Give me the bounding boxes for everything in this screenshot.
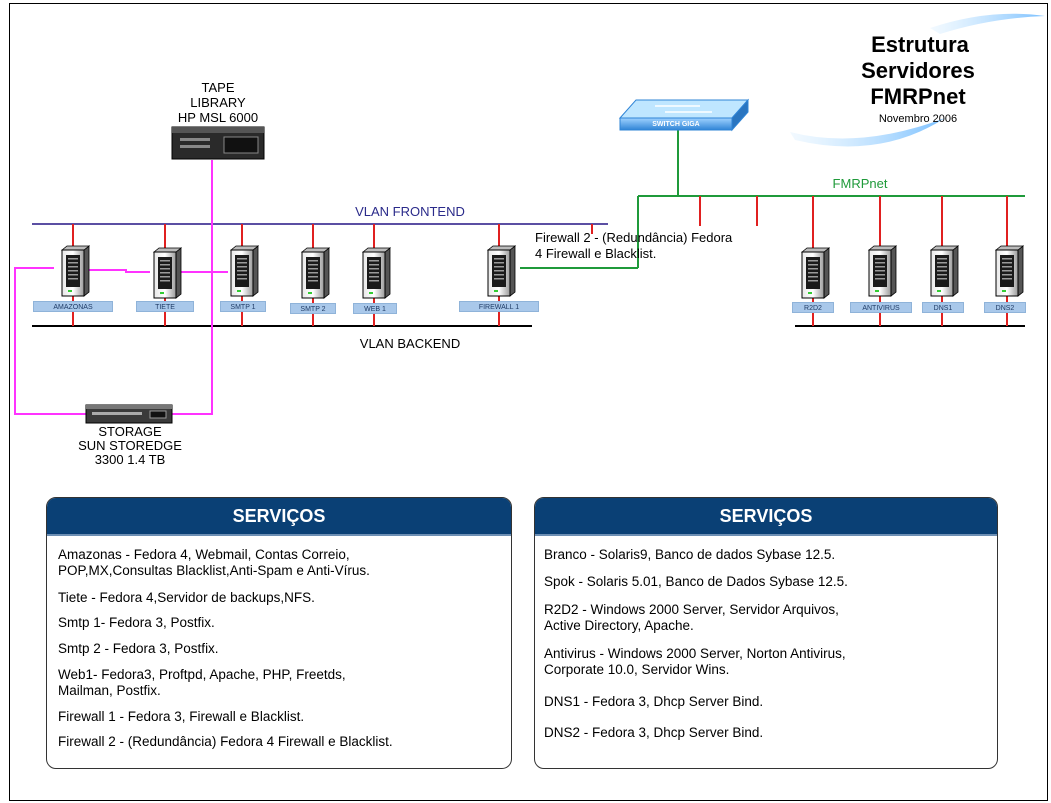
server-antivirus-icon: [867, 245, 898, 297]
switch-giga-device: [618, 98, 750, 132]
server-label-firewall1: FIREWALL 1: [459, 301, 539, 312]
server-r2d2-icon: [800, 247, 831, 299]
service-item: Amazonas - Fedora 4, Webmail, Contas Cor…: [58, 547, 370, 578]
server-amazonas-icon: [60, 245, 91, 297]
service-item: Firewall 1 - Fedora 3, Firewall e Blackl…: [58, 709, 305, 724]
server-label-dns1: DNS1: [922, 302, 964, 313]
server-dns1-icon: [929, 245, 960, 297]
server-dns2-icon: [994, 245, 1025, 297]
vlan-frontend-label: VLAN FRONTEND: [355, 204, 465, 219]
service-item: Web1- Fedora3, Proftpd, Apache, PHP, Fre…: [58, 667, 346, 698]
server-smtp1-icon: [229, 245, 260, 297]
tape-label-2: LIBRARY: [190, 95, 246, 110]
server-label-tiete: TIETE: [136, 301, 194, 312]
service-item: Smtp 1- Fedora 3, Postfix.: [58, 615, 215, 630]
server-label-dns2: DNS2: [984, 302, 1026, 313]
server-tiete-icon: [152, 247, 183, 299]
server-label-antivirus: ANTIVIRUS: [850, 302, 912, 313]
service-item: DNS2 - Fedora 3, Dhcp Server Bind.: [544, 725, 764, 740]
title-line-2: Servidores: [861, 58, 975, 83]
title-swoosh-bottom: [790, 118, 945, 147]
server-label-amazonas: AMAZONAS: [33, 301, 113, 312]
firewall-note-1: Firewall 2 - (Redundância) Fedora: [535, 230, 733, 245]
service-item: Tiete - Fedora 4,Servidor de backups,NFS…: [58, 590, 315, 605]
tape-label-1: TAPE: [201, 80, 235, 95]
firewall-note-2: 4 Firewall e Blacklist.: [535, 246, 657, 261]
title-swoosh-top: [930, 13, 1045, 34]
tape-label-3: HP MSL 6000: [177, 110, 259, 125]
services-heading-right: SERVIÇOS: [535, 498, 997, 536]
services-heading-left: SERVIÇOS: [47, 498, 511, 536]
title-line-1: Estrutura: [871, 32, 969, 57]
service-item: Firewall 2 - (Redundância) Fedora 4 Fire…: [58, 734, 393, 749]
server-smtp2-icon: [300, 247, 331, 299]
vlan-backend-label: VLAN BACKEND: [359, 336, 461, 351]
service-item: Spok - Solaris 5.01, Banco de Dados Syba…: [544, 574, 848, 589]
services-panel-right: SERVIÇOS Branco - Solaris9, Banco de dad…: [534, 497, 998, 769]
service-item: Branco - Solaris9, Banco de dados Sybase…: [544, 547, 836, 562]
server-label-r2d2: R2D2: [792, 302, 834, 313]
server-label-smtp1: SMTP 1: [220, 301, 266, 312]
server-label-smtp2: SMTP 2: [290, 303, 336, 314]
service-item: R2D2 - Windows 2000 Server, Servidor Arq…: [544, 602, 839, 633]
storage-label-1: STORAGE: [98, 424, 162, 439]
services-panel-left: SERVIÇOS Amazonas - Fedora 4, Webmail, C…: [46, 497, 512, 769]
title-subtitle: Novembro 2006: [878, 113, 958, 125]
fmrpnet-label: FMRPnet: [832, 176, 888, 191]
title-line-3: FMRPnet: [870, 84, 966, 109]
server-label-web1: WEB 1: [353, 303, 397, 314]
switch-label: SWITCH GIGA: [652, 121, 700, 128]
server-firewall1-icon: [486, 245, 517, 297]
server-web1-icon: [361, 247, 392, 299]
service-item: Smtp 2 - Fedora 3, Postfix.: [58, 641, 219, 656]
tape-library-device: [171, 126, 265, 160]
storage-device: [85, 404, 173, 424]
service-item: Antivirus - Windows 2000 Server, Norton …: [544, 646, 846, 677]
service-item: DNS1 - Fedora 3, Dhcp Server Bind.: [544, 694, 764, 709]
storage-label-2: SUN STOREDGE: [78, 438, 182, 453]
storage-links: [14, 160, 228, 415]
storage-label-3: 3300 1.4 TB: [94, 452, 166, 467]
